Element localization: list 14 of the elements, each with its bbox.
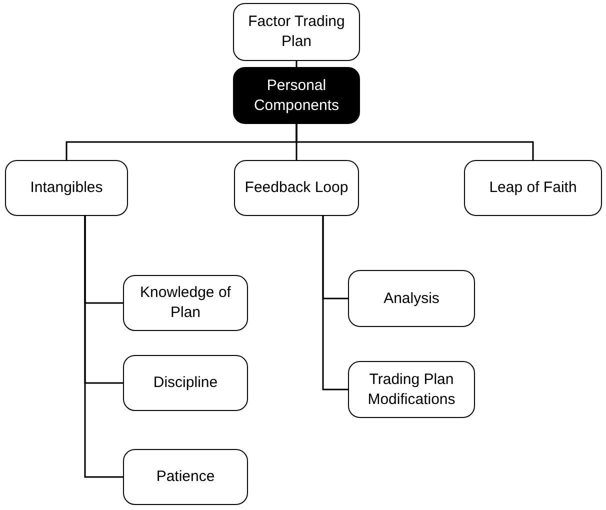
rounded-box: Analysis xyxy=(348,270,475,327)
rounded-box: Intangibles xyxy=(5,160,128,216)
rounded-box: Trading Plan Modifications xyxy=(348,361,475,418)
connector-line xyxy=(84,216,123,478)
connector-line xyxy=(296,124,534,160)
rounded-box: Knowledge of Plan xyxy=(123,275,248,331)
connector-line xyxy=(296,61,298,67)
connector-line xyxy=(322,216,348,390)
rounded-box: Patience xyxy=(123,449,248,505)
rounded-box: Discipline xyxy=(123,355,248,411)
rounded-box: Feedback Loop xyxy=(234,160,359,216)
rounded-box: Factor Trading Plan xyxy=(233,3,360,61)
rounded-box: Leap of Faith xyxy=(464,160,602,216)
highlighted-box: Personal Components xyxy=(233,67,360,124)
